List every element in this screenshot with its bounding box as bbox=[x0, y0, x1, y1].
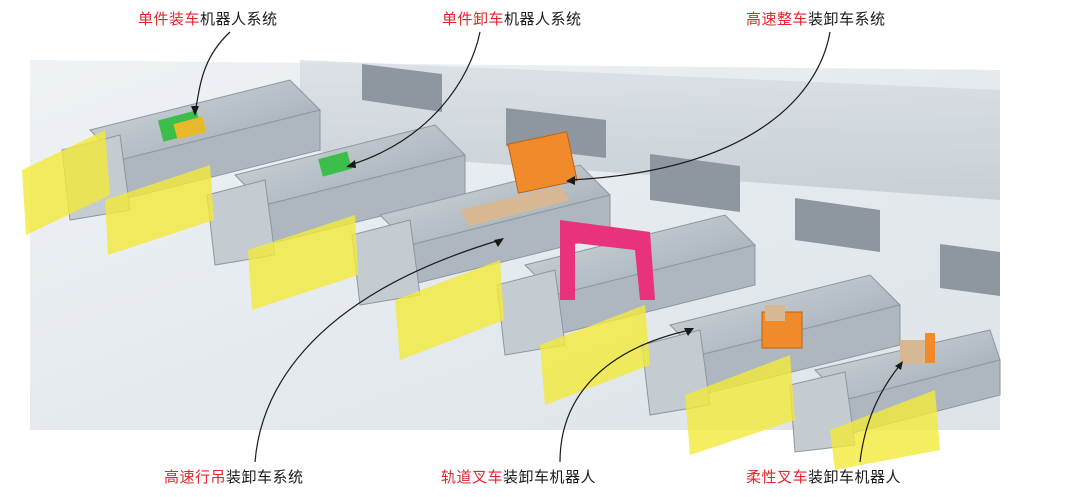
dock-doors bbox=[362, 64, 1000, 296]
label-highlight: 高速行吊 bbox=[164, 468, 227, 486]
label-rest: 机器人系统 bbox=[200, 10, 278, 28]
label-highlight: 单件装车 bbox=[138, 10, 201, 28]
label-highlight: 柔性叉车 bbox=[746, 468, 809, 486]
back-wall bbox=[300, 60, 1000, 200]
label-rail-forklift: 轨道叉车装卸车机器人 bbox=[441, 466, 596, 487]
leader-arrowheads bbox=[191, 106, 903, 370]
label-single-unloading-robot: 单件卸车机器人系统 bbox=[442, 8, 582, 29]
label-rest: 装卸车机器人 bbox=[503, 468, 597, 486]
label-rest: 机器人系统 bbox=[504, 10, 582, 28]
leader-lines bbox=[194, 31, 901, 463]
label-highlight: 高速整车 bbox=[746, 10, 809, 28]
label-flexible-forklift: 柔性叉车装卸车机器人 bbox=[746, 466, 901, 487]
truck-4 bbox=[496, 214, 756, 356]
truck-3 bbox=[351, 131, 611, 306]
safety-fences bbox=[22, 130, 940, 470]
label-single-loading-robot: 单件装车机器人系统 bbox=[138, 8, 278, 29]
label-high-speed-whole-truck: 高速整车装卸车系统 bbox=[746, 8, 886, 29]
label-rest: 装卸车机器人 bbox=[808, 468, 902, 486]
label-highlight: 单件卸车 bbox=[442, 10, 505, 28]
label-high-speed-gantry: 高速行吊装卸车系统 bbox=[164, 466, 304, 487]
label-rest: 装卸车系统 bbox=[808, 10, 886, 28]
label-highlight: 轨道叉车 bbox=[441, 468, 504, 486]
label-rest: 装卸车系统 bbox=[226, 468, 304, 486]
